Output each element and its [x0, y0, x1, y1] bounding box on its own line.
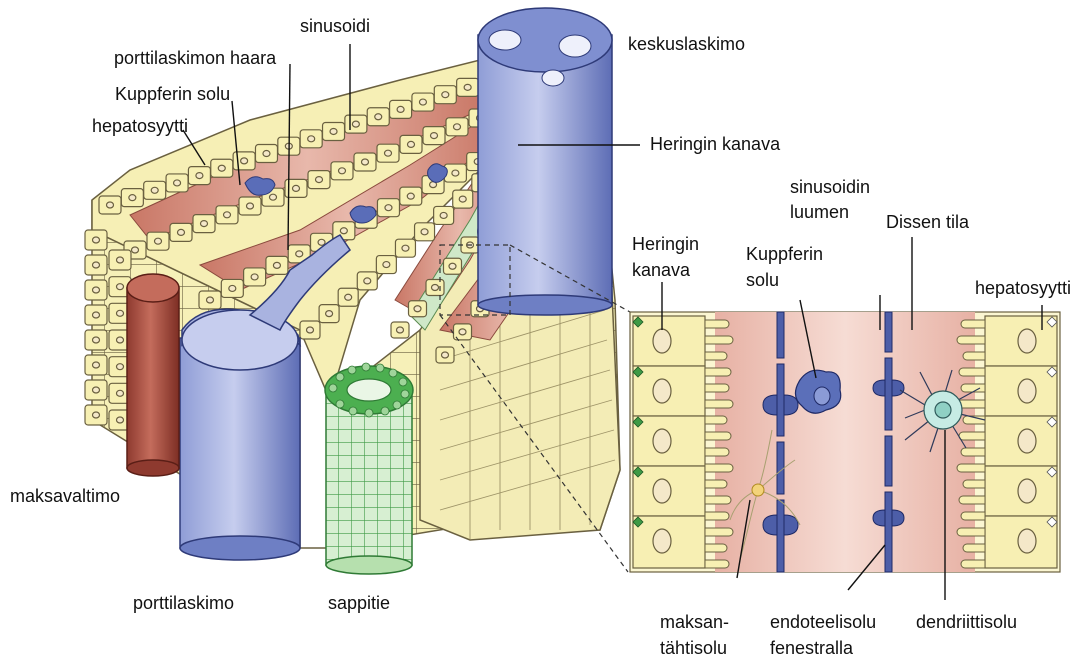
hepatocyte-nucleus	[375, 114, 382, 120]
hepatocyte-nucleus	[270, 194, 277, 200]
hepatocyte-nucleus	[432, 285, 439, 291]
inset-label-kuppferin: Kuppferin	[746, 243, 823, 265]
hepatocyte-nucleus	[117, 257, 124, 263]
hepatocyte-nucleus	[408, 141, 415, 147]
inset-kupffer-cell	[795, 370, 840, 413]
hepatocyte-nucleus	[293, 185, 300, 191]
hepatocyte-nucleus	[241, 158, 248, 164]
label-heringin-kanava: Heringin kanava	[650, 133, 780, 155]
hepatocyte-nucleus	[402, 245, 409, 251]
hepatocyte-nucleus	[397, 327, 404, 333]
hepatocyte-nucleus	[107, 202, 114, 208]
hepatocyte-nucleus	[196, 173, 203, 179]
hepatocyte-nucleus	[251, 274, 258, 280]
inset-label-solu: solu	[746, 269, 779, 291]
label-porttilaskimo: porttilaskimo	[133, 592, 234, 614]
hepatocyte-nucleus	[464, 84, 471, 90]
hepatocyte-nucleus	[316, 177, 323, 183]
hepatocyte-nucleus	[117, 417, 124, 423]
hepatocyte-nucleus	[307, 327, 314, 333]
hepatocyte-nucleus	[345, 294, 352, 300]
hepatocyte-nucleus	[340, 228, 347, 234]
hepatocyte-nucleus	[93, 287, 100, 293]
bile-duct	[325, 363, 413, 574]
hepatocyte-nucleus	[201, 221, 208, 227]
hepatocyte-nucleus	[93, 362, 100, 368]
hepatocyte-nucleus	[93, 262, 100, 268]
inset-label-maksan: maksan-	[660, 611, 729, 633]
hepatocyte-nucleus	[117, 390, 124, 396]
hepatocyte-nucleus	[440, 212, 447, 218]
hepatocyte-nucleus	[421, 229, 428, 235]
label-sappitie: sappitie	[328, 592, 390, 614]
hepatocyte-nucleus	[93, 412, 100, 418]
label-sinusoidi: sinusoidi	[300, 15, 370, 37]
hepatocyte-nucleus	[224, 212, 231, 218]
hepatocyte-nucleus	[459, 329, 466, 335]
inset-panel	[630, 312, 1060, 572]
hepatocyte-nucleus	[155, 238, 162, 244]
inset-label-dissen-tila: Dissen tila	[886, 211, 969, 233]
central-vein	[478, 8, 612, 315]
hepatocyte-nucleus	[273, 262, 280, 268]
hepatocyte-nucleus	[129, 195, 136, 201]
hepatocyte-nucleus	[318, 239, 325, 245]
hepatocyte-nucleus	[132, 247, 139, 253]
hepatocyte-nucleus	[93, 387, 100, 393]
label-keskuslaskimo: keskuslaskimo	[628, 33, 745, 55]
hepatocyte-nucleus	[352, 121, 359, 127]
hepatocyte-nucleus	[117, 337, 124, 343]
inset-label-endoteelisolu: endoteelisolu	[770, 611, 876, 633]
hepatocyte-nucleus	[442, 92, 449, 98]
hepatocyte-nucleus	[330, 128, 337, 134]
hepatocyte-nucleus	[339, 168, 346, 174]
hepatocyte-nucleus	[362, 159, 369, 165]
hepatocyte-nucleus	[207, 297, 214, 303]
hepatocyte-nucleus	[93, 237, 100, 243]
hepatocyte-nucleus	[174, 180, 181, 186]
hepatocyte-nucleus	[459, 196, 466, 202]
hepatocyte-nucleus	[247, 203, 254, 209]
hepatocyte-nucleus	[117, 364, 124, 370]
hepatocyte-nucleus	[229, 285, 236, 291]
hepatic-artery	[127, 274, 179, 476]
hepatocyte-nucleus	[442, 352, 449, 358]
hepatocyte-nucleus	[178, 229, 185, 235]
hepatocyte-nucleus	[151, 187, 158, 193]
hepatocyte-nucleus	[452, 170, 459, 176]
inset-label-sinusoidin: sinusoidin	[790, 176, 870, 198]
hepatocyte-nucleus	[407, 193, 414, 199]
hepatocyte-nucleus	[397, 106, 404, 112]
hepatocyte-nucleus	[419, 99, 426, 105]
hepatocyte-nucleus	[93, 312, 100, 318]
hepatocyte-nucleus	[93, 337, 100, 343]
label-kuppferin-solu: Kuppferin solu	[115, 83, 230, 105]
hepatocyte-nucleus	[308, 136, 315, 142]
hepatocyte-nucleus	[431, 133, 438, 139]
hepatocyte-nucleus	[296, 251, 303, 257]
hepatocyte-nucleus	[117, 284, 124, 290]
inset-label-dendriittisolu: dendriittisolu	[916, 611, 1017, 633]
inset-label-heringin: Heringin	[632, 233, 699, 255]
inset-label-kanava: kanava	[632, 259, 690, 281]
inset-label-luumen: luumen	[790, 201, 849, 223]
hepatocyte-nucleus	[326, 311, 333, 317]
hepatocyte-nucleus	[364, 278, 371, 284]
inset-label-hepatosyytti: hepatosyytti	[975, 277, 1071, 299]
hepatocyte-nucleus	[414, 306, 421, 312]
hepatocyte-nucleus	[263, 151, 270, 157]
hepatocyte-nucleus	[454, 124, 461, 130]
hepatocyte-nucleus	[385, 150, 392, 156]
label-porttilaskimon-haara: porttilaskimon haara	[114, 47, 276, 69]
label-maksavaltimo: maksavaltimo	[10, 485, 120, 507]
hepatocyte-nucleus	[385, 205, 392, 211]
inset-label-tahtisolu: tähtisolu	[660, 637, 727, 659]
hepatocyte-nucleus	[449, 263, 456, 269]
hepatocyte-nucleus	[383, 262, 390, 268]
label-hepatosyytti: hepatosyytti	[92, 115, 188, 137]
inset-label-fenestralla: fenestralla	[770, 637, 853, 659]
hepatocyte-nucleus	[117, 310, 124, 316]
hepatocyte-nucleus	[218, 165, 225, 171]
